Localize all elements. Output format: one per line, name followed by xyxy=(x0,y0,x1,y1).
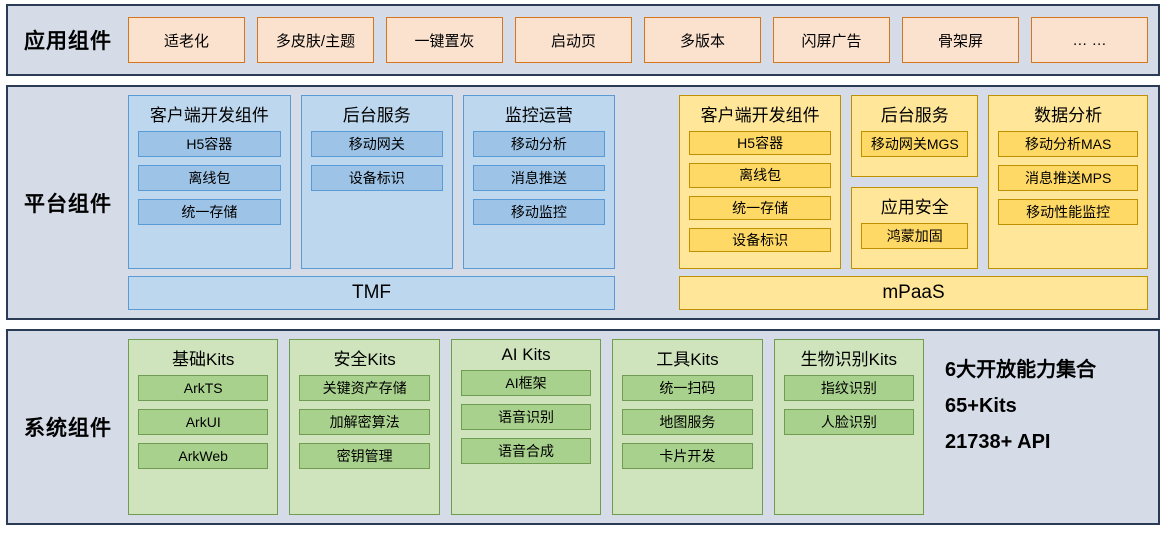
app-chip-launch-page[interactable]: 启动页 xyxy=(515,17,632,63)
platform-footer-mpaas[interactable]: mPaaS xyxy=(679,276,1148,310)
chip-unified-storage[interactable]: 统一存储 xyxy=(689,195,832,220)
group-title: 后台服务 xyxy=(880,106,949,125)
platform-group-monitoring-tmf[interactable]: 监控运营 移动分析 消息推送 移动监控 xyxy=(462,95,615,269)
group-title: 后台服务 xyxy=(342,106,411,125)
platform-footer-row: TMF mPaaS xyxy=(128,276,1148,310)
system-summary: 6大开放能力集合 65+Kits 21738+ API xyxy=(935,339,1148,515)
group-title: 应用安全 xyxy=(880,198,949,217)
summary-line-capabilities: 6大开放能力集合 xyxy=(945,359,1097,381)
group-title: 客户端开发组件 xyxy=(149,106,269,125)
group-title: AI Kits xyxy=(501,345,551,364)
chip-mobile-monitor[interactable]: 移动监控 xyxy=(472,199,605,225)
platform-group-backend-tmf[interactable]: 后台服务 移动网关 设备标识 xyxy=(300,95,453,269)
chip-card-dev[interactable]: 卡片开发 xyxy=(622,443,753,469)
chip-map-service[interactable]: 地图服务 xyxy=(622,409,753,435)
system-group-security-kits[interactable]: 安全Kits 关键资产存储 加解密算法 密钥管理 xyxy=(289,339,440,515)
platform-group-client-dev-mpaas[interactable]: 客户端开发组件 H5容器 离线包 统一存储 设备标识 xyxy=(679,95,842,269)
chip-unified-storage[interactable]: 统一存储 xyxy=(138,199,281,225)
system-group-biometric-kits[interactable]: 生物识别Kits 指纹识别 人脸识别 xyxy=(773,339,925,515)
chip-mobile-perf-monitor[interactable]: 移动性能监控 xyxy=(998,199,1138,225)
chip-arkts[interactable]: ArkTS xyxy=(138,375,269,401)
app-chip-one-key-gray[interactable]: 一键置灰 xyxy=(386,17,503,63)
system-group-tool-kits[interactable]: 工具Kits 统一扫码 地图服务 卡片开发 xyxy=(612,339,763,515)
chip-arkweb[interactable]: ArkWeb xyxy=(138,443,269,469)
group-title: 监控运营 xyxy=(504,106,573,125)
app-chip-splash-ad[interactable]: 闪屏广告 xyxy=(773,17,890,63)
platform-footer-tmf[interactable]: TMF xyxy=(128,276,615,310)
chip-key-management[interactable]: 密钥管理 xyxy=(299,443,430,469)
chip-harmony-hardening[interactable]: 鸿蒙加固 xyxy=(861,223,969,249)
chip-h5-container[interactable]: H5容器 xyxy=(689,131,832,156)
group-title: 生物识别Kits xyxy=(800,350,897,369)
chip-mobile-analytics[interactable]: 移动分析 xyxy=(472,131,605,157)
chip-face-recognition[interactable]: 人脸识别 xyxy=(783,409,915,435)
group-title: 客户端开发组件 xyxy=(700,106,820,125)
summary-line-kits-count: 65+Kits xyxy=(945,395,1017,417)
band-platform-components: 平台组件 客户端开发组件 H5容器 离线包 统一存储 后台服务 移 xyxy=(6,85,1160,320)
chip-arkui[interactable]: ArkUI xyxy=(138,409,269,435)
chip-speech-synthesis[interactable]: 语音合成 xyxy=(460,438,592,464)
chip-offline-package[interactable]: 离线包 xyxy=(689,163,832,188)
band-label-platform: 平台组件 xyxy=(24,192,112,216)
app-chip-more[interactable]: … … xyxy=(1031,17,1148,63)
chip-mobile-gateway[interactable]: 移动网关 xyxy=(310,131,443,157)
system-group-basic-kits[interactable]: 基础Kits ArkTS ArkUI ArkWeb xyxy=(128,339,279,515)
chip-unified-scan[interactable]: 统一扫码 xyxy=(622,375,753,401)
app-chip-shi-lao-hua[interactable]: 适老化 xyxy=(128,17,245,63)
band-application-components: 应用组件 适老化 多皮肤/主题 一键置灰 启动页 多版本 闪屏广告 骨架屏 … … xyxy=(6,4,1160,76)
group-title: 安全Kits xyxy=(333,350,396,369)
group-title: 数据分析 xyxy=(1034,106,1103,125)
application-chip-row: 适老化 多皮肤/主题 一键置灰 启动页 多版本 闪屏广告 骨架屏 … … xyxy=(128,6,1158,74)
platform-tmf-groups: 客户端开发组件 H5容器 离线包 统一存储 后台服务 移动网关 设备标识 监控运… xyxy=(128,95,615,269)
band-system-components: 系统组件 基础Kits ArkTS ArkUI ArkWeb 安全Kits 关键… xyxy=(6,329,1160,525)
chip-device-id[interactable]: 设备标识 xyxy=(310,165,443,191)
chip-crypto-algo[interactable]: 加解密算法 xyxy=(299,409,430,435)
platform-body: 客户端开发组件 H5容器 离线包 统一存储 后台服务 移动网关 设备标识 监控运… xyxy=(128,87,1158,318)
app-chip-skeleton-screen[interactable]: 骨架屏 xyxy=(902,17,1019,63)
chip-message-push[interactable]: 消息推送 xyxy=(472,165,605,191)
band-label-system: 系统组件 xyxy=(24,417,112,440)
chip-mobile-gateway-mgs[interactable]: 移动网关MGS xyxy=(861,131,969,157)
platform-mpaas-groups: 客户端开发组件 H5容器 离线包 统一存储 设备标识 后台服务 移动网关MGS xyxy=(679,95,1148,269)
platform-group-backend-mpaas[interactable]: 后台服务 移动网关MGS xyxy=(851,95,979,177)
group-title: 基础Kits xyxy=(172,350,235,369)
chip-device-id[interactable]: 设备标识 xyxy=(689,227,832,252)
chip-speech-recognition[interactable]: 语音识别 xyxy=(460,404,592,430)
platform-group-client-dev-tmf[interactable]: 客户端开发组件 H5容器 离线包 统一存储 xyxy=(128,95,291,269)
system-group-ai-kits[interactable]: AI Kits AI框架 语音识别 语音合成 xyxy=(450,339,602,515)
platform-group-row: 客户端开发组件 H5容器 离线包 统一存储 后台服务 移动网关 设备标识 监控运… xyxy=(128,95,1148,269)
chip-mobile-analytics-mas[interactable]: 移动分析MAS xyxy=(998,131,1138,157)
platform-mpaas-middle-column: 后台服务 移动网关MGS 应用安全 鸿蒙加固 xyxy=(851,95,979,269)
summary-line-api-count: 21738+ API xyxy=(945,431,1051,453)
platform-group-app-security[interactable]: 应用安全 鸿蒙加固 xyxy=(851,187,979,269)
chip-h5-container[interactable]: H5容器 xyxy=(138,131,281,157)
platform-column-spacer xyxy=(625,95,669,269)
app-chip-multi-version[interactable]: 多版本 xyxy=(644,17,761,63)
chip-fingerprint[interactable]: 指纹识别 xyxy=(783,375,915,401)
system-body: 基础Kits ArkTS ArkUI ArkWeb 安全Kits 关键资产存储 … xyxy=(128,331,1158,523)
group-title: 工具Kits xyxy=(656,350,719,369)
band-label-application: 应用组件 xyxy=(24,30,112,53)
chip-message-push-mps[interactable]: 消息推送MPS xyxy=(998,165,1138,191)
chip-asset-store[interactable]: 关键资产存储 xyxy=(299,375,430,401)
chip-ai-framework[interactable]: AI框架 xyxy=(460,370,592,396)
platform-footer-spacer xyxy=(625,276,669,310)
chip-offline-package[interactable]: 离线包 xyxy=(138,165,281,191)
app-chip-multi-skin[interactable]: 多皮肤/主题 xyxy=(257,17,374,63)
platform-group-data-analysis[interactable]: 数据分析 移动分析MAS 消息推送MPS 移动性能监控 xyxy=(988,95,1148,269)
